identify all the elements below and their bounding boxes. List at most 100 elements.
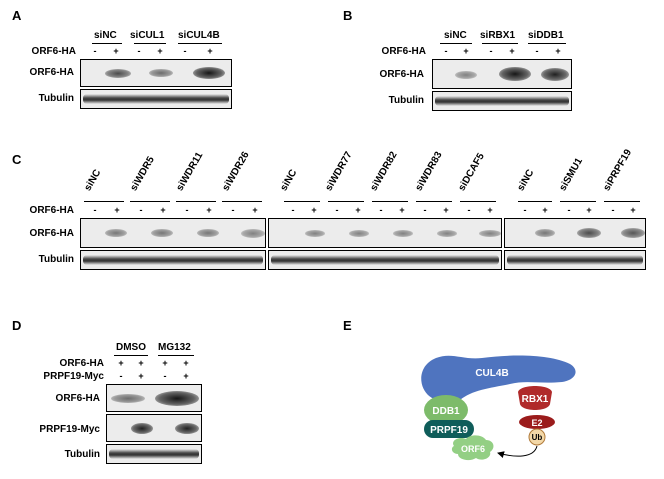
panel-a-underline-1 <box>92 43 122 44</box>
panel-a-row2-label: Tubulin <box>38 93 74 104</box>
panel-c-band <box>437 230 457 237</box>
panel-c-sign: + <box>114 205 120 215</box>
panel-c-band <box>305 230 325 237</box>
panel-c-blot-orf6-1 <box>80 218 266 248</box>
panel-c-band <box>621 228 645 238</box>
panel-a-sign: + <box>207 46 213 56</box>
ddb1-shape <box>424 395 468 425</box>
panel-d-sign: + <box>162 358 168 368</box>
panel-c-treat-label: ORF6-HA <box>29 205 74 216</box>
panel-a-sign: + <box>157 46 163 56</box>
panel-c-group-label: siNC <box>515 167 537 193</box>
panel-c-tubulin-band <box>83 255 263 265</box>
panel-b-sign: + <box>555 46 561 56</box>
panel-c-sign: - <box>523 205 527 215</box>
panel-c-band <box>349 230 369 237</box>
panel-a-label: A <box>12 8 22 23</box>
panel-d-row1-label: ORF6-HA <box>55 393 100 404</box>
panel-c-sign: - <box>291 205 295 215</box>
panel-d-sign: - <box>163 371 167 381</box>
prpf19-shape <box>424 420 474 438</box>
panel-c-sign: - <box>611 205 615 215</box>
panel-a-group-2: siCUL1 <box>130 30 165 41</box>
panel-c-underline <box>372 201 408 202</box>
panel-c-underline <box>518 201 552 202</box>
panel-c-group-label: siSMU1 <box>557 156 586 193</box>
panel-b-band <box>455 71 477 79</box>
panel-a-sign: - <box>183 46 187 56</box>
panel-c-band <box>197 229 219 237</box>
panel-c-sign: + <box>586 205 592 215</box>
panel-c-tubulin-band <box>271 255 499 265</box>
panel-a-group-1: siNC <box>94 30 117 41</box>
panel-c-underline <box>84 201 124 202</box>
panel-c-blot-tubulin-1 <box>80 250 266 270</box>
orf6-shape <box>451 435 494 461</box>
panel-c-sign: - <box>185 205 189 215</box>
panel-c-underline <box>416 201 452 202</box>
panel-d-sign: + <box>118 358 124 368</box>
panel-c-sign: + <box>160 205 166 215</box>
panel-c-blot-tubulin-3 <box>504 250 646 270</box>
panel-b-band <box>541 68 569 81</box>
panel-d-underline-1 <box>114 355 148 356</box>
panel-c-sign: - <box>139 205 143 215</box>
panel-c-sign: + <box>311 205 317 215</box>
panel-c-group-label: siWDR11 <box>174 150 206 193</box>
panel-d-sign: + <box>138 358 144 368</box>
panel-c-row2-label: Tubulin <box>38 254 74 265</box>
panel-b-underline-3 <box>528 43 566 44</box>
panel-c-sign: + <box>630 205 636 215</box>
e2-shape <box>519 415 555 429</box>
ub-shape <box>528 428 546 446</box>
panel-c-band <box>577 228 601 238</box>
ub-text: Ub <box>532 433 543 442</box>
panel-b-group-1: siNC <box>444 30 467 41</box>
panel-a-tubulin-band <box>83 94 229 104</box>
panel-c-sign: + <box>206 205 212 215</box>
panel-b-sign: - <box>535 46 539 56</box>
panel-c-sign: - <box>567 205 571 215</box>
panel-c-group-label: siWDR83 <box>413 149 445 193</box>
panel-c-sign: + <box>487 205 493 215</box>
panel-d-blot-orf6 <box>106 384 202 412</box>
panel-c-underline <box>328 201 364 202</box>
panel-c-sign: + <box>399 205 405 215</box>
orf6-text: ORF6 <box>461 444 485 454</box>
panel-d-group-2: MG132 <box>158 342 191 353</box>
panel-a-blot-tubulin <box>80 89 232 109</box>
panel-d-sign: + <box>183 371 189 381</box>
panel-a-row1-label: ORF6-HA <box>29 67 74 78</box>
panel-c-blot-orf6-3 <box>504 218 646 248</box>
panel-c-band <box>241 229 265 238</box>
crl4b-complex-diagram: CUL4B DDB1 PRPF19 ORF6 RBX1 E2 Ub <box>421 355 576 461</box>
panel-d-treat2-label: PRPF19-Myc <box>43 371 104 382</box>
panel-d-row2-label: PRPF19-Myc <box>39 424 100 435</box>
panel-d-tubulin-band <box>109 449 199 459</box>
panel-b-underline-1 <box>440 43 472 44</box>
panel-a-treat-label: ORF6-HA <box>31 46 76 57</box>
panel-c-sign: + <box>252 205 258 215</box>
panel-b-row2-label: Tubulin <box>388 95 424 106</box>
ddb1-text: DDB1 <box>432 406 460 417</box>
panel-c-sign: - <box>93 205 97 215</box>
panel-b-group-2: siRBX1 <box>480 30 516 41</box>
panel-b-underline-2 <box>482 43 518 44</box>
panel-b-group-3: siDDB1 <box>528 30 564 41</box>
panel-c-band <box>535 229 555 237</box>
panel-c-band <box>393 230 413 237</box>
panel-c-underline <box>560 201 596 202</box>
panel-e-label: E <box>343 318 352 333</box>
panel-a-band <box>149 69 173 77</box>
panel-c-group-label: siWDR82 <box>368 149 400 193</box>
prpf19-text: PRPF19 <box>430 425 468 436</box>
panel-b-tubulin-band <box>435 96 569 106</box>
panel-d-band <box>111 394 145 403</box>
panel-a-band <box>193 67 225 79</box>
panel-c-sign: - <box>335 205 339 215</box>
panel-a-sign: - <box>137 46 141 56</box>
panel-a-sign: + <box>113 46 119 56</box>
panel-b-sign: - <box>489 46 493 56</box>
panel-d-blot-tubulin <box>106 444 202 464</box>
panel-d-underline-2 <box>158 355 194 356</box>
